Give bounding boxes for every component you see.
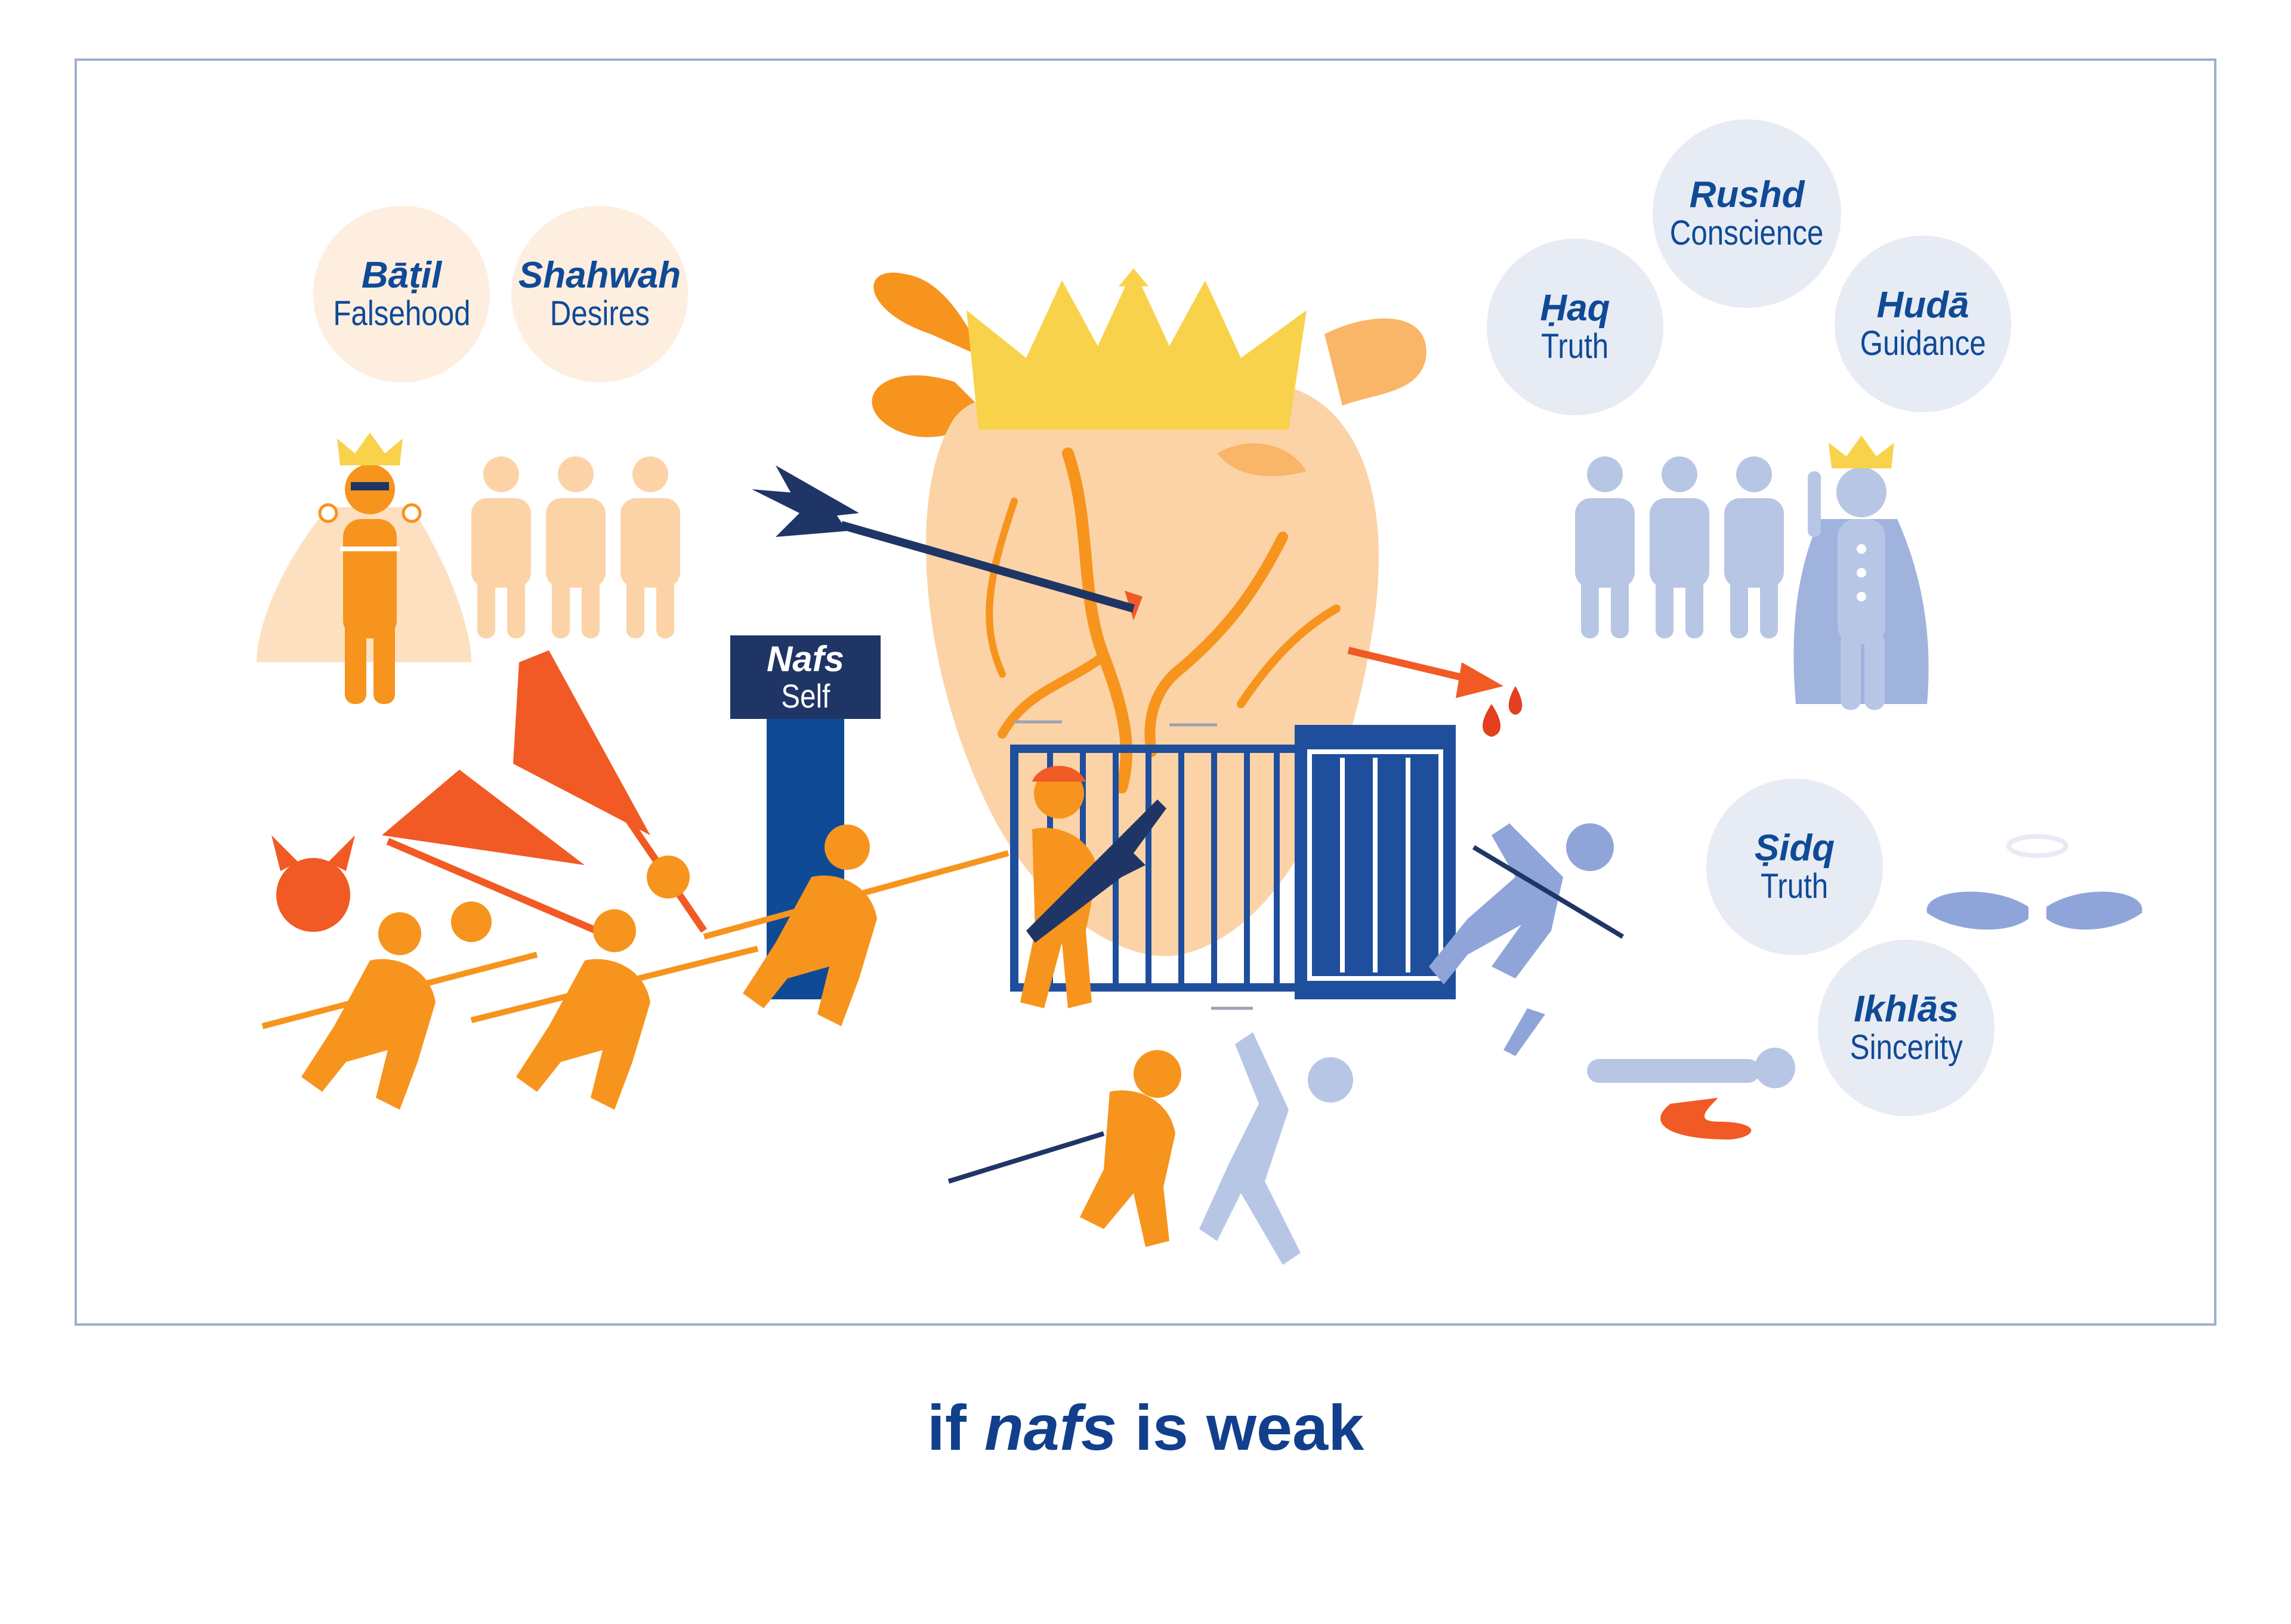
angel-icon [1926, 834, 2142, 930]
spear-soldiers [261, 825, 1009, 1110]
nafs-sign: Nafs Self [730, 635, 881, 719]
batil-bubble: Bāṭil Falsehood [313, 206, 490, 382]
arrow-into-heart [752, 465, 1135, 613]
huda-term: Hudā [1876, 284, 1969, 326]
haq-gloss: Truth [1541, 326, 1609, 366]
heart-illustration [872, 268, 1427, 956]
fallen-figure [1587, 1048, 1795, 1140]
rushd-bubble: Rushd Conscience [1653, 119, 1841, 308]
batil-term: Bāṭil [361, 254, 442, 296]
ikhlas-term: Ikhlās [1854, 988, 1959, 1030]
caption-suffix: is weak [1134, 1391, 1364, 1464]
sidq-gloss: Truth [1761, 866, 1829, 906]
caption-emphasis: nafs [984, 1391, 1117, 1464]
batil-followers [471, 456, 680, 638]
haq-bubble: Ḥaq Truth [1487, 239, 1663, 415]
ikhlas-bubble: Ikhlās Sincerity [1818, 940, 1994, 1116]
shahwah-bubble: Shahwah Desires [511, 206, 688, 382]
rushd-term: Rushd [1689, 174, 1805, 215]
nafs-term: Nafs [766, 638, 845, 679]
haq-king-figure [1793, 436, 1929, 710]
caption-prefix: if [927, 1391, 967, 1464]
haq-term: Ḥaq [1540, 287, 1610, 329]
sword-fight-figures [947, 1032, 1353, 1265]
devil-icon [271, 835, 355, 932]
gate-guard-figure [1020, 765, 1166, 1008]
illustration-frame [75, 58, 2216, 1326]
caption: if nafs is weak [0, 1390, 2291, 1465]
huda-bubble: Hudā Guidance [1835, 236, 2011, 412]
huda-gloss: Guidance [1860, 323, 1986, 363]
ikhlas-gloss: Sincerity [1850, 1027, 1963, 1067]
falling-defender-figure [1429, 823, 1625, 1056]
shahwah-term: Shahwah [518, 254, 681, 296]
shahwah-gloss: Desires [549, 294, 650, 333]
nafs-gloss: Self [780, 677, 830, 715]
sidq-bubble: Ṣidq Truth [1706, 779, 1883, 955]
sidq-term: Ṣidq [1754, 827, 1835, 869]
haq-followers [1575, 456, 1784, 638]
batil-gloss: Falsehood [332, 294, 471, 333]
rushd-gloss: Conscience [1670, 213, 1824, 252]
batil-king-figure [257, 433, 471, 704]
blood-arrow [1347, 647, 1523, 737]
